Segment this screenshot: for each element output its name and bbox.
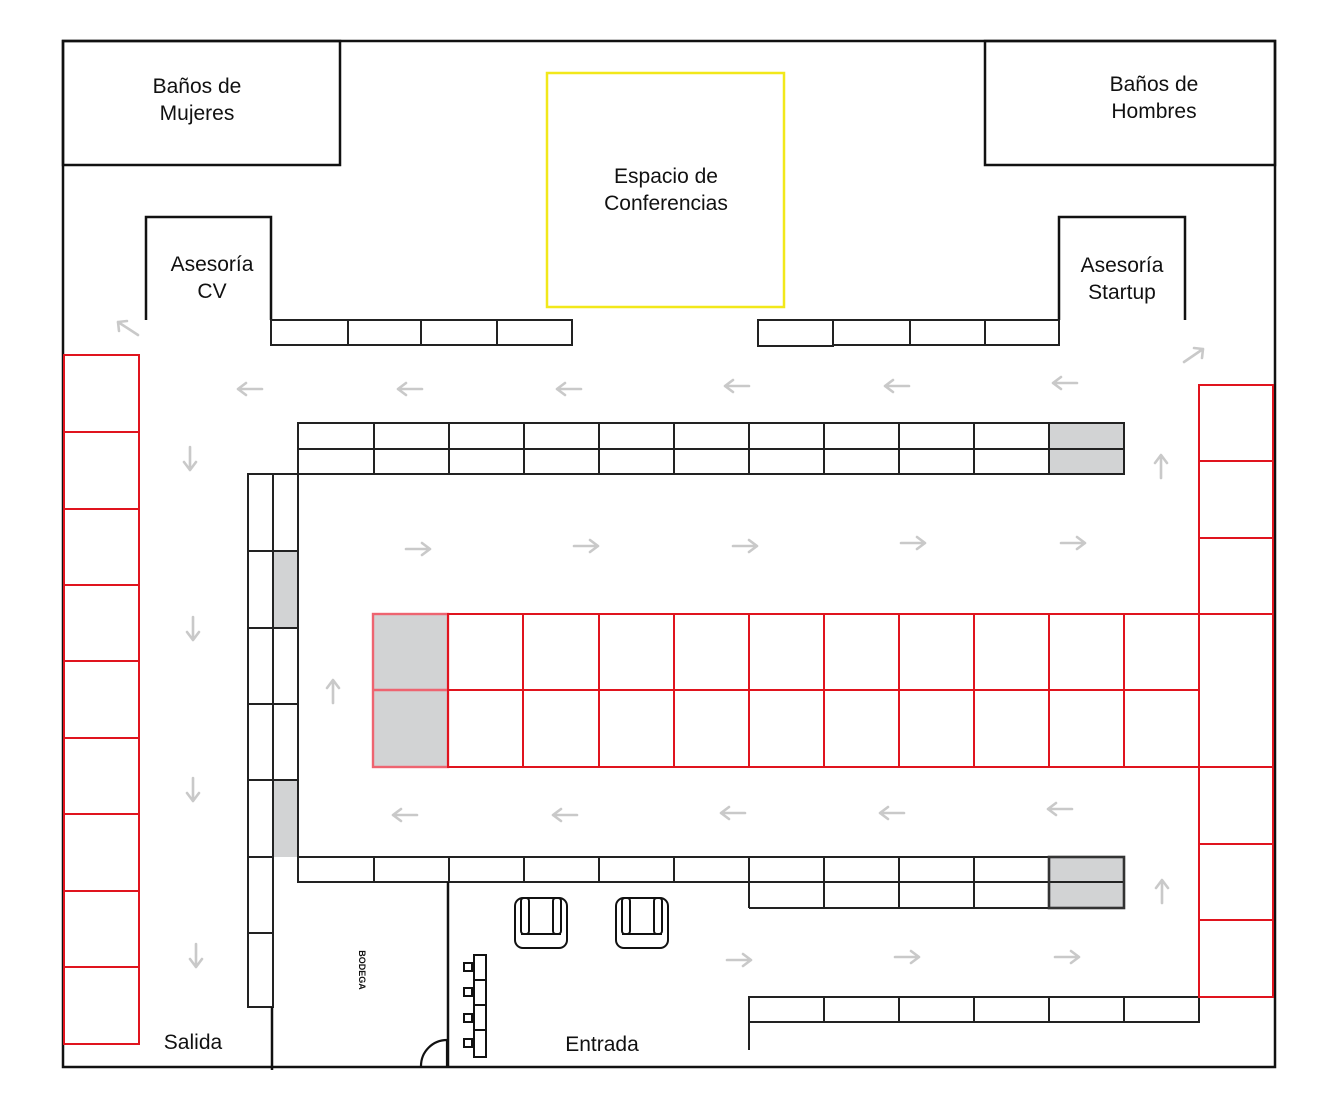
- asesoria-startup-area[interactable]: Asesoría Startup: [1057, 215, 1187, 320]
- flow-arrows: [116, 319, 1205, 969]
- door-swing-icon: [419, 1038, 448, 1067]
- interior-walls-bottom: [270, 882, 450, 1070]
- conferencias-label-1: Espacio de: [614, 165, 718, 188]
- asesoria-startup-label-2: Startup: [1088, 281, 1156, 304]
- bodega-label: BODEGA: [357, 950, 367, 990]
- lounge-chair-1-icon: [514, 897, 568, 949]
- arrow-left-lower-icon: [391, 801, 1074, 823]
- banos-mujeres-room[interactable]: Baños de Mujeres: [61, 39, 342, 167]
- asesoria-startup-label-1: Asesoría: [1081, 254, 1164, 277]
- booth-block-left-vertical: [247, 473, 299, 1008]
- asesoria-cv-label-1: Asesoría: [171, 253, 254, 276]
- registration-counter: [463, 954, 487, 1058]
- feature-booth-column-right: [1198, 384, 1274, 998]
- banos-mujeres-label-1: Baños de: [153, 75, 242, 98]
- booth-block-lower: [297, 855, 1126, 910]
- feature-booth-column-left: [63, 354, 140, 1045]
- booth-row-bottom-right: [748, 996, 1200, 1050]
- asesoria-cv-label-2: CV: [197, 280, 226, 303]
- conferencias-label-2: Conferencias: [604, 192, 728, 215]
- salida-label: Salida: [164, 1031, 223, 1054]
- arrow-up-left-icon: [116, 319, 140, 337]
- arrow-down-icon: [182, 445, 204, 969]
- feature-booth-block-center: [371, 612, 1200, 769]
- arrow-up-icon: [325, 453, 1170, 905]
- banos-hombres-label-2: Hombres: [1111, 100, 1196, 123]
- lounge-chair-2-icon: [615, 897, 669, 949]
- asesoria-cv-area[interactable]: Asesoría CV: [144, 215, 273, 320]
- espacio-conferencias-area[interactable]: Espacio de Conferencias: [545, 71, 786, 309]
- banos-mujeres-label-2: Mujeres: [160, 102, 235, 125]
- banos-hombres-label-1: Baños de: [1110, 73, 1199, 96]
- arrow-left-icon: [236, 375, 1079, 397]
- booth-row-top-left: [270, 319, 573, 346]
- arrow-right-bottom-icon: [725, 949, 1081, 968]
- entrada-label: Entrada: [565, 1033, 639, 1056]
- arrow-right-icon: [404, 535, 1087, 557]
- banos-hombres-room[interactable]: Baños de Hombres: [983, 39, 1277, 167]
- arrow-up-right-icon: [1182, 346, 1205, 364]
- booth-row-top-right: [757, 319, 1060, 347]
- booth-block-upper: [297, 422, 1125, 475]
